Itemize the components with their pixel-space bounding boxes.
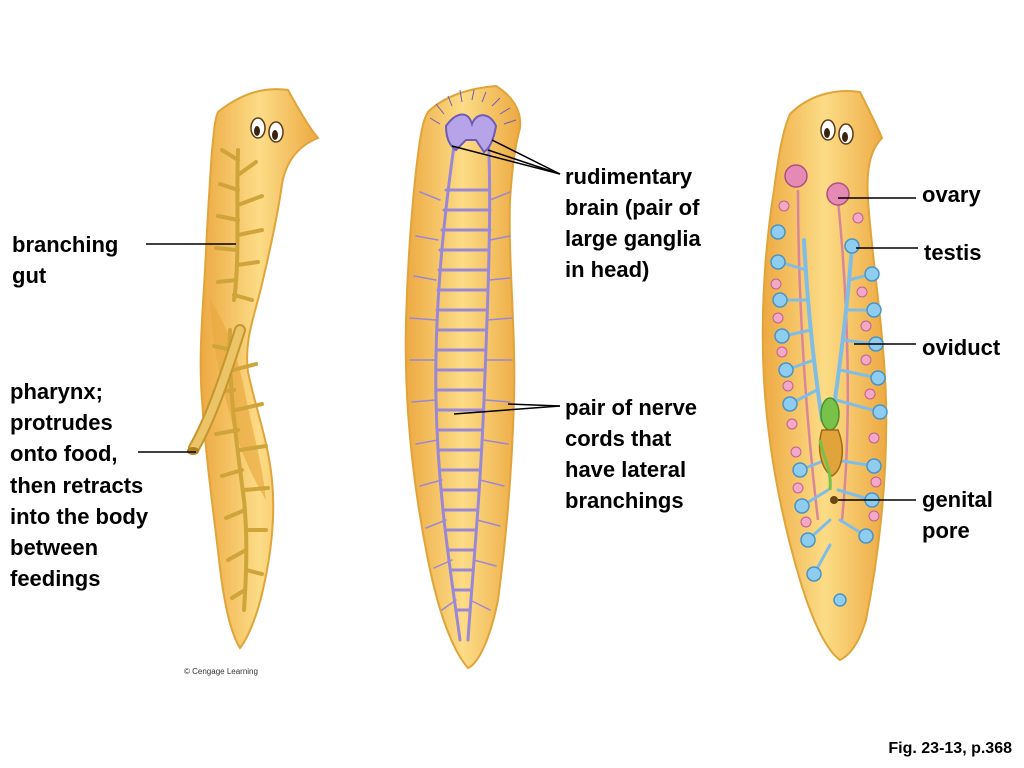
label-oviduct: oviduct [922, 335, 1001, 360]
label-rudimentary-brain: rudimentary brain (pair of large ganglia… [565, 164, 701, 282]
label-branching-gut: branching gut [12, 232, 119, 288]
nerve-ladder [409, 130, 513, 642]
brain-leader-2 [487, 149, 561, 175]
branching-gut [212, 148, 270, 612]
worm1-body [199, 88, 320, 650]
label-nerve-cords: pair of nerve cords that have lateral br… [565, 395, 698, 513]
figure-reference: Fig. 23-13, p.368 [888, 740, 1012, 757]
worm3-eyes [820, 119, 854, 145]
oviducts [796, 189, 850, 521]
copyright-credit: © Cengage Learning [184, 667, 258, 676]
label-pharynx: pharynx; protrudes onto food, then retra… [10, 379, 149, 592]
pharynx [187, 324, 246, 455]
yolk-glands [770, 200, 882, 528]
label-testis: testis [924, 240, 982, 265]
label-genital-pore: genital pore [922, 487, 993, 543]
brain-leader [451, 145, 561, 175]
worm3-body [761, 90, 888, 662]
worm-digestive-system [187, 88, 320, 650]
nerve-leader-2 [507, 403, 561, 407]
ovaries [784, 164, 850, 206]
worm1-eyes [250, 117, 284, 143]
brain-leader-3 [491, 139, 561, 175]
genital-chamber [818, 397, 844, 504]
label-ovary: ovary [922, 182, 981, 207]
leader-lines [138, 139, 918, 501]
worm-reproductive-system [761, 90, 888, 662]
nerve-leader [453, 405, 561, 415]
worm2-body [404, 84, 522, 670]
head-fringe [429, 89, 517, 125]
right-nerve-cord [466, 130, 492, 642]
worm-nervous-system [404, 84, 522, 670]
